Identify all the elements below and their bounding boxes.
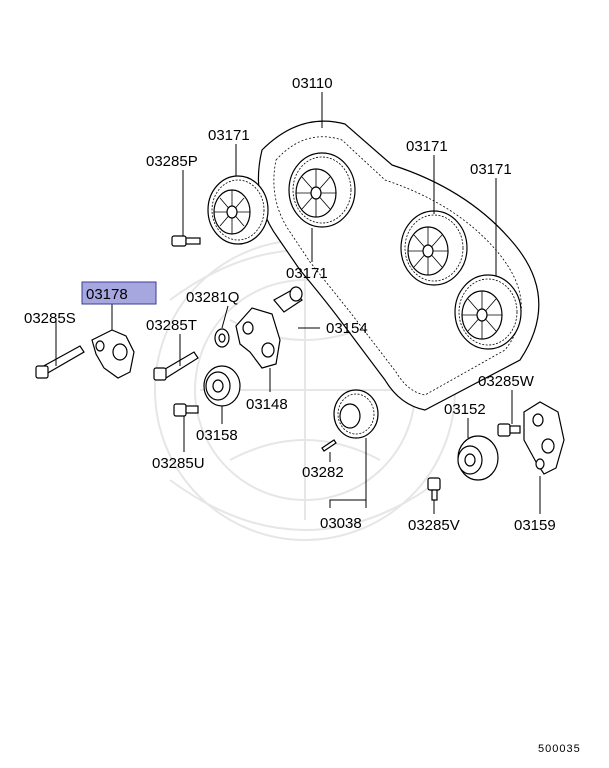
crankshaft-sprocket-03038[interactable] bbox=[333, 389, 379, 439]
label-03285W[interactable]: 03285W bbox=[478, 373, 535, 390]
label-03282[interactable]: 03282 bbox=[302, 464, 344, 481]
label-03285T[interactable]: 03285T bbox=[146, 317, 197, 334]
shaft-03154[interactable] bbox=[273, 286, 303, 313]
label-03178[interactable]: 03178 bbox=[86, 286, 128, 303]
cam-sprocket-right-lower[interactable] bbox=[454, 274, 522, 350]
tensioner-arm-03148[interactable] bbox=[235, 307, 281, 369]
bolt-03285U[interactable] bbox=[173, 403, 199, 417]
leader-lines bbox=[55, 92, 541, 514]
label-03285S[interactable]: 03285S bbox=[24, 310, 76, 327]
cam-sprocket-right-upper[interactable] bbox=[400, 210, 468, 286]
tensioner-pulley-03158[interactable] bbox=[203, 365, 241, 407]
bolt-03285W[interactable] bbox=[497, 423, 521, 437]
label-03281Q[interactable]: 03281Q bbox=[186, 289, 239, 306]
washer-03281Q[interactable] bbox=[214, 328, 230, 348]
label-03171-center[interactable]: 03171 bbox=[286, 265, 328, 282]
label-03159[interactable]: 03159 bbox=[514, 517, 556, 534]
cam-sprocket-left[interactable] bbox=[207, 175, 269, 245]
label-03158[interactable]: 03158 bbox=[196, 427, 238, 444]
label-03154[interactable]: 03154 bbox=[326, 320, 368, 337]
bolt-03285P[interactable] bbox=[171, 235, 201, 247]
label-03110[interactable]: 03110 bbox=[292, 75, 333, 92]
label-03171-left[interactable]: 03171 bbox=[208, 127, 250, 144]
part-labels: 03110 03171 03285P 03171 03171 03171 031… bbox=[24, 75, 581, 755]
label-03285V[interactable]: 03285V bbox=[408, 517, 460, 534]
bolt-03285V[interactable] bbox=[427, 477, 441, 501]
label-03152[interactable]: 03152 bbox=[444, 401, 486, 418]
highlight-box-03178 bbox=[81, 281, 157, 305]
label-03171-right[interactable]: 03171 bbox=[406, 138, 448, 155]
tensioner-bracket-03178[interactable] bbox=[91, 329, 135, 379]
key-03282[interactable] bbox=[321, 439, 337, 452]
footer-code: 500035 bbox=[538, 743, 581, 755]
bolt-03285T[interactable] bbox=[153, 351, 199, 381]
idler-pulley-03152[interactable] bbox=[457, 435, 499, 481]
bolt-03285S[interactable] bbox=[35, 345, 85, 379]
bracket-03159[interactable] bbox=[523, 401, 565, 475]
label-03285P[interactable]: 03285P bbox=[146, 153, 198, 170]
label-03171-far-right[interactable]: 03171 bbox=[470, 161, 512, 178]
label-03148[interactable]: 03148 bbox=[246, 396, 288, 413]
cam-sprocket-center[interactable] bbox=[288, 152, 356, 228]
label-03285U[interactable]: 03285U bbox=[152, 455, 205, 472]
label-03038[interactable]: 03038 bbox=[320, 515, 362, 532]
